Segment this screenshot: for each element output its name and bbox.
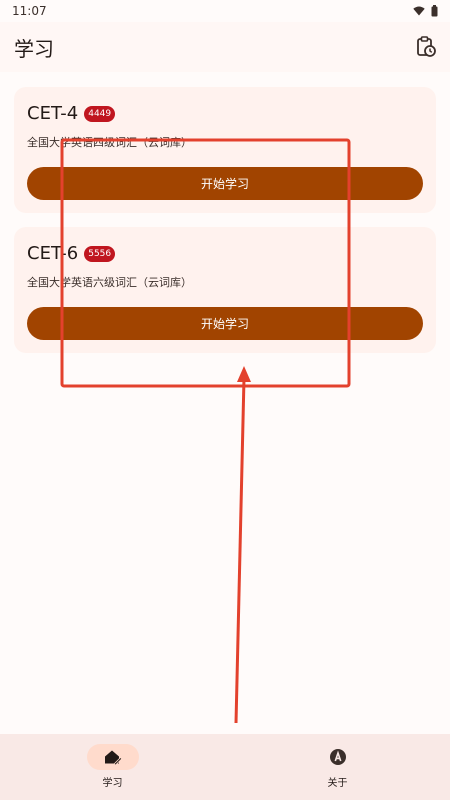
word-count-badge: 4449 bbox=[84, 105, 116, 122]
word-count-badge: 5556 bbox=[84, 245, 116, 262]
status-icons bbox=[413, 5, 438, 17]
status-bar: 11:07 bbox=[0, 0, 450, 22]
course-title: CET-4 bbox=[27, 103, 79, 124]
app-bar: 学习 bbox=[0, 22, 450, 72]
nav-pill bbox=[312, 744, 364, 770]
course-card-cet4: CET-4 4449 全国大学英语四级词汇（云词库） 开始学习 bbox=[14, 87, 436, 213]
clipboard-clock-icon bbox=[417, 36, 436, 57]
bottom-nav: 学习 关于 bbox=[0, 734, 450, 800]
course-description: 全国大学英语四级词汇（云词库） bbox=[27, 136, 192, 149]
history-button[interactable] bbox=[416, 36, 436, 58]
status-time: 11:07 bbox=[12, 4, 47, 18]
annotation-arrow-head bbox=[237, 366, 251, 382]
nav-item-about[interactable]: 关于 bbox=[225, 734, 450, 800]
battery-icon bbox=[431, 5, 438, 17]
course-title: CET-6 bbox=[27, 243, 79, 264]
start-learning-button[interactable]: 开始学习 bbox=[27, 167, 423, 200]
page-title: 学习 bbox=[14, 36, 54, 61]
nav-label: 关于 bbox=[327, 778, 348, 789]
nav-label: 学习 bbox=[102, 778, 123, 789]
course-description: 全国大学英语六级词汇（云词库） bbox=[27, 276, 192, 289]
nav-pill bbox=[86, 744, 139, 770]
course-card-cet6: CET-6 5556 全国大学英语六级词汇（云词库） 开始学习 bbox=[14, 227, 436, 353]
home-edit-icon bbox=[104, 750, 122, 765]
about-icon bbox=[329, 749, 346, 765]
annotation-arrow-line bbox=[234, 377, 246, 724]
start-learning-button[interactable]: 开始学习 bbox=[27, 307, 423, 340]
wifi-icon bbox=[413, 6, 425, 16]
nav-item-study[interactable]: 学习 bbox=[0, 734, 225, 800]
